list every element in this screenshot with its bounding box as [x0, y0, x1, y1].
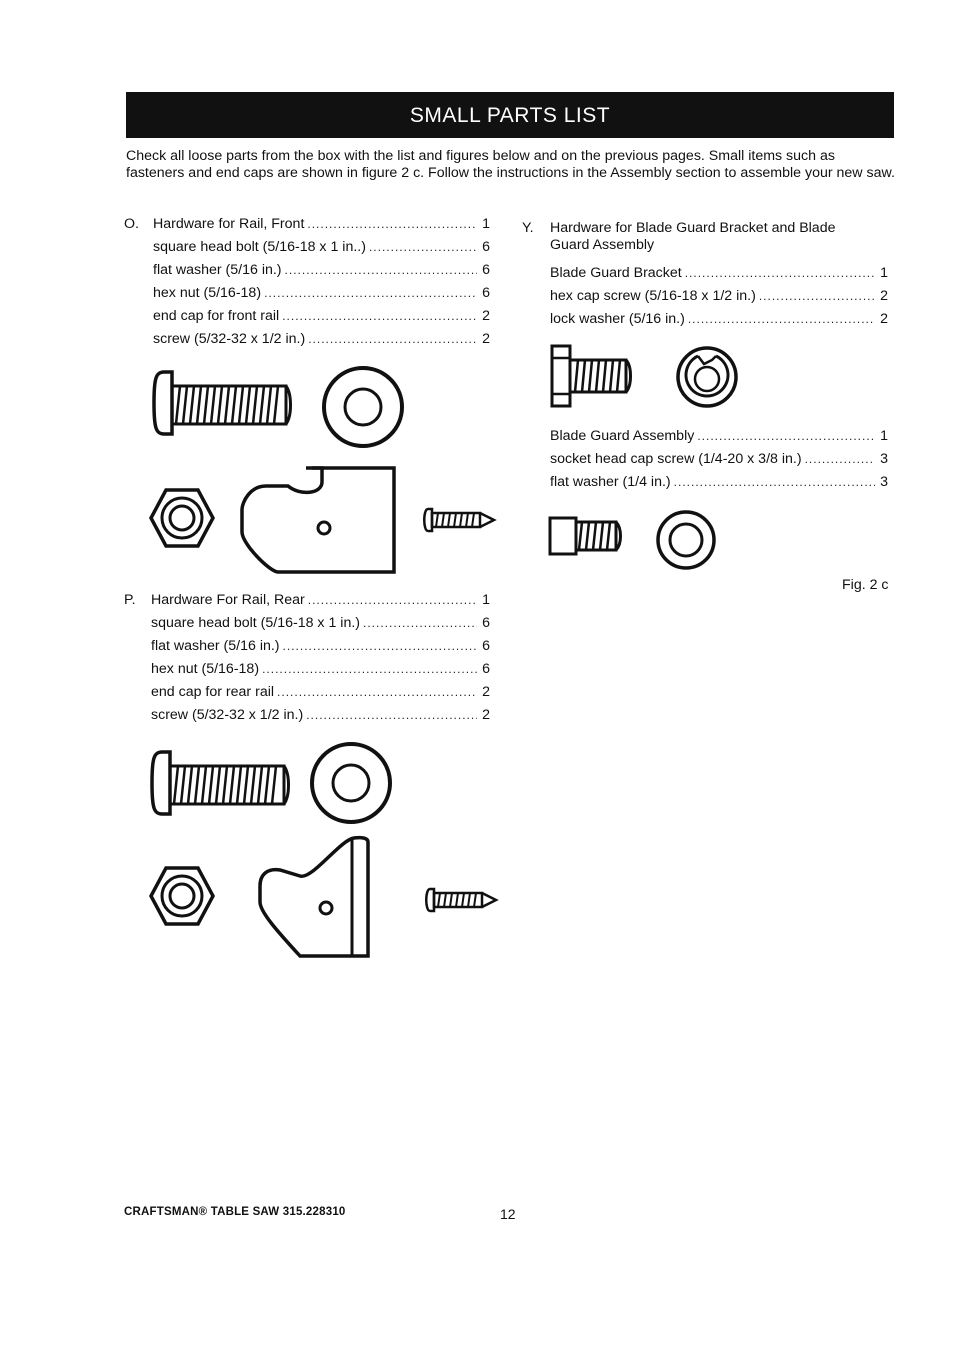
list-item: screw (5/32-32 x 1/2 in.)...............… — [153, 331, 490, 347]
page-number: 12 — [500, 1206, 516, 1222]
list-item: lock washer (5/16 in.)..................… — [550, 311, 888, 327]
square-head-bolt-icon — [152, 370, 292, 436]
hex-nut-icon — [149, 866, 215, 926]
intro-paragraph: Check all loose parts from the box with … — [126, 148, 895, 181]
screw-icon — [423, 507, 497, 533]
list-item: end cap for rear rail...................… — [151, 684, 490, 700]
list-item: Blade Guard Assembly....................… — [550, 428, 888, 444]
section-heading: Hardware for Blade Guard Bracket and Bla… — [550, 220, 836, 253]
list-item: flat washer (5/16 in.)..................… — [151, 638, 490, 654]
page-title: SMALL PARTS LIST — [409, 104, 611, 127]
end-cap-rear-icon — [258, 835, 370, 958]
list-item: hex nut (5/16-18).......................… — [151, 661, 490, 677]
hex-cap-screw-icon — [550, 344, 632, 408]
square-head-bolt-icon — [150, 750, 290, 816]
list-item: screw (5/32-32 x 1/2 in.)...............… — [151, 707, 490, 723]
list-item: square head bolt (5/16-18 x 1 in.)......… — [151, 615, 490, 631]
list-item: hex cap screw (5/16-18 x 1/2 in.).......… — [550, 288, 888, 304]
list-item: Blade Guard Bracket.....................… — [550, 265, 888, 281]
section-title-bar: SMALL PARTS LIST — [126, 92, 894, 138]
footer-brand: CRAFTSMAN® TABLE SAW 315.228310 — [124, 1206, 346, 1218]
hex-nut-icon — [149, 488, 215, 548]
list-item: hex nut (5/16-18).......................… — [153, 285, 490, 301]
section-y: Y. Hardware for Blade Guard Bracket and … — [522, 220, 888, 490]
list-item: flat washer (1/4 in.)...................… — [550, 474, 888, 490]
list-item: square head bolt (5/16-18 x 1 in..).....… — [153, 239, 490, 255]
end-cap-front-icon — [240, 466, 396, 574]
flat-washer-icon — [310, 742, 392, 824]
list-item: socket head cap screw (1/4-20 x 3/8 in.)… — [550, 451, 888, 467]
flat-washer-icon — [322, 366, 404, 448]
lock-washer-icon — [676, 346, 738, 408]
figure-caption: Fig. 2 c — [842, 577, 889, 593]
list-item: Hardware For Rail, Rear.................… — [151, 592, 490, 608]
flat-washer-small-icon — [656, 510, 716, 570]
list-item: end cap for front rail..................… — [153, 308, 490, 324]
section-letter: O. — [124, 216, 139, 232]
section-letter: P. — [124, 592, 136, 608]
section-letter: Y. — [522, 220, 534, 236]
list-item: flat washer (5/16 in.)..................… — [153, 262, 490, 278]
list-item: Hardware for Rail, Front................… — [153, 216, 490, 232]
socket-head-cap-screw-icon — [548, 516, 622, 556]
screw-icon — [425, 887, 499, 913]
